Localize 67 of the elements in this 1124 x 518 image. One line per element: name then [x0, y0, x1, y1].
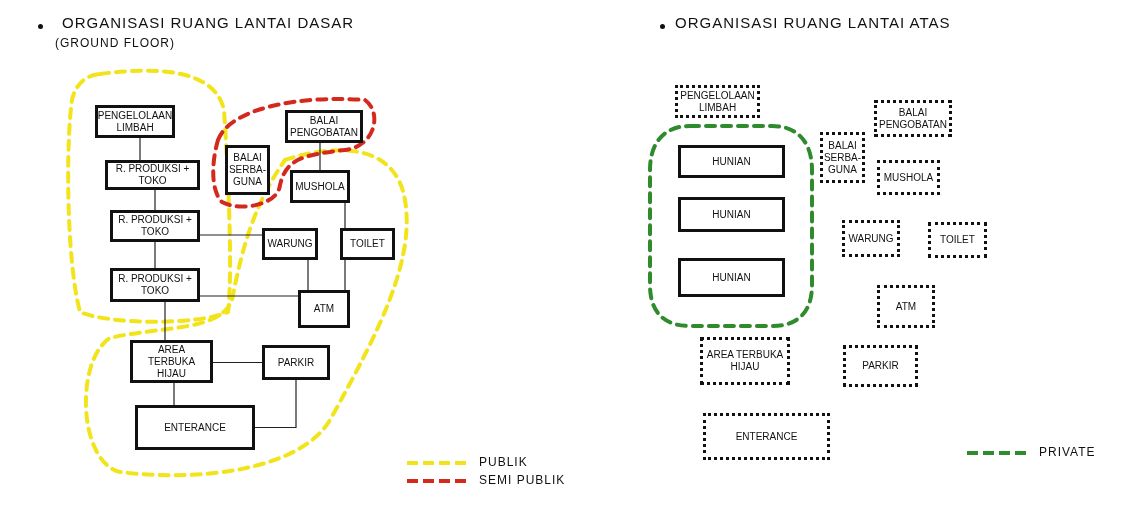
room-label: ATM — [895, 300, 917, 313]
dashed-room-box — [877, 160, 940, 195]
room-label: ENTERANCE — [164, 421, 226, 434]
room-label: PENGELOLAAN LIMBAH — [97, 109, 173, 134]
room-label: WARUNG — [848, 232, 894, 245]
room-label: PENGELOLAAN LIMBAH — [680, 89, 755, 114]
legend-label: PUBLIK — [479, 455, 528, 469]
room-label: BALAI PENGOBATAN — [879, 106, 947, 131]
connector-line — [199, 295, 299, 297]
room-box — [298, 290, 350, 328]
dashed-room-box — [842, 220, 900, 257]
room-box — [262, 345, 330, 380]
connector-line — [344, 202, 346, 229]
room-label: R. PRODUKSI + TOKO — [114, 163, 191, 187]
subtitle-text: (GROUND FLOOR) — [55, 36, 175, 50]
room-label: TOILET — [940, 234, 975, 246]
room-box — [678, 145, 785, 178]
dashed-room-box — [700, 337, 790, 385]
room-box — [110, 268, 200, 302]
room-label: R. PRODUKSI + TOKO — [117, 214, 193, 238]
room-label: HUNIAN — [712, 155, 751, 168]
room-box — [225, 145, 270, 195]
room-box — [290, 170, 350, 203]
room-box — [130, 340, 213, 383]
room-label: ATM — [313, 303, 335, 315]
dashed-room-box — [928, 222, 987, 258]
room-box — [678, 197, 785, 232]
room-label: HUNIAN — [712, 208, 751, 221]
room-box — [110, 210, 200, 242]
room-label: TOILET — [350, 238, 385, 250]
room-label: PARKIR — [277, 356, 315, 369]
room-label: MUSHOLA — [883, 171, 934, 184]
connector-line — [254, 379, 297, 429]
room-box — [135, 405, 255, 450]
room-label: BALAI SERBA-GUNA — [228, 152, 267, 188]
connector-line — [154, 189, 156, 211]
connector-line — [344, 259, 346, 291]
room-label: WARUNG — [267, 238, 313, 250]
room-label: MUSHOLA — [295, 180, 345, 193]
connector-line — [154, 241, 156, 269]
heading-text: ORGANISASI RUANG LANTAI ATAS — [675, 14, 951, 31]
room-box — [340, 228, 395, 260]
connector-line — [212, 361, 263, 364]
room-label: ENTERANCE — [735, 430, 798, 443]
room-box — [105, 160, 200, 190]
room-label: AREA TERBUKA HIJAU — [705, 349, 785, 373]
room-label: BALAI SERBA-GUNA — [823, 139, 862, 176]
room-label: HUNIAN — [712, 271, 751, 284]
connector-line — [307, 259, 309, 291]
room-label: R. PRODUKSI + TOKO — [117, 273, 193, 297]
connector-line — [139, 137, 141, 161]
room-box — [678, 258, 785, 297]
legend-label: PRIVATE — [1039, 445, 1096, 459]
legend-label: SEMI PUBLIK — [479, 473, 566, 487]
dashed-room-box — [820, 132, 865, 183]
dashed-room-box — [877, 285, 935, 328]
dashed-room-box — [874, 100, 952, 137]
room-label: AREA TERBUKA HIJAU — [146, 343, 197, 380]
room-label: BALAI PENGOBATAN — [290, 114, 358, 139]
connector-line — [319, 142, 321, 171]
heading-text: ORGANISASI RUANG LANTAI DASAR — [62, 14, 355, 31]
connector-line — [173, 382, 175, 406]
dashed-room-box — [843, 345, 918, 387]
room-box — [262, 228, 318, 260]
dashed-room-box — [703, 413, 830, 460]
room-label: PARKIR — [862, 360, 899, 372]
connector-line — [199, 234, 263, 236]
